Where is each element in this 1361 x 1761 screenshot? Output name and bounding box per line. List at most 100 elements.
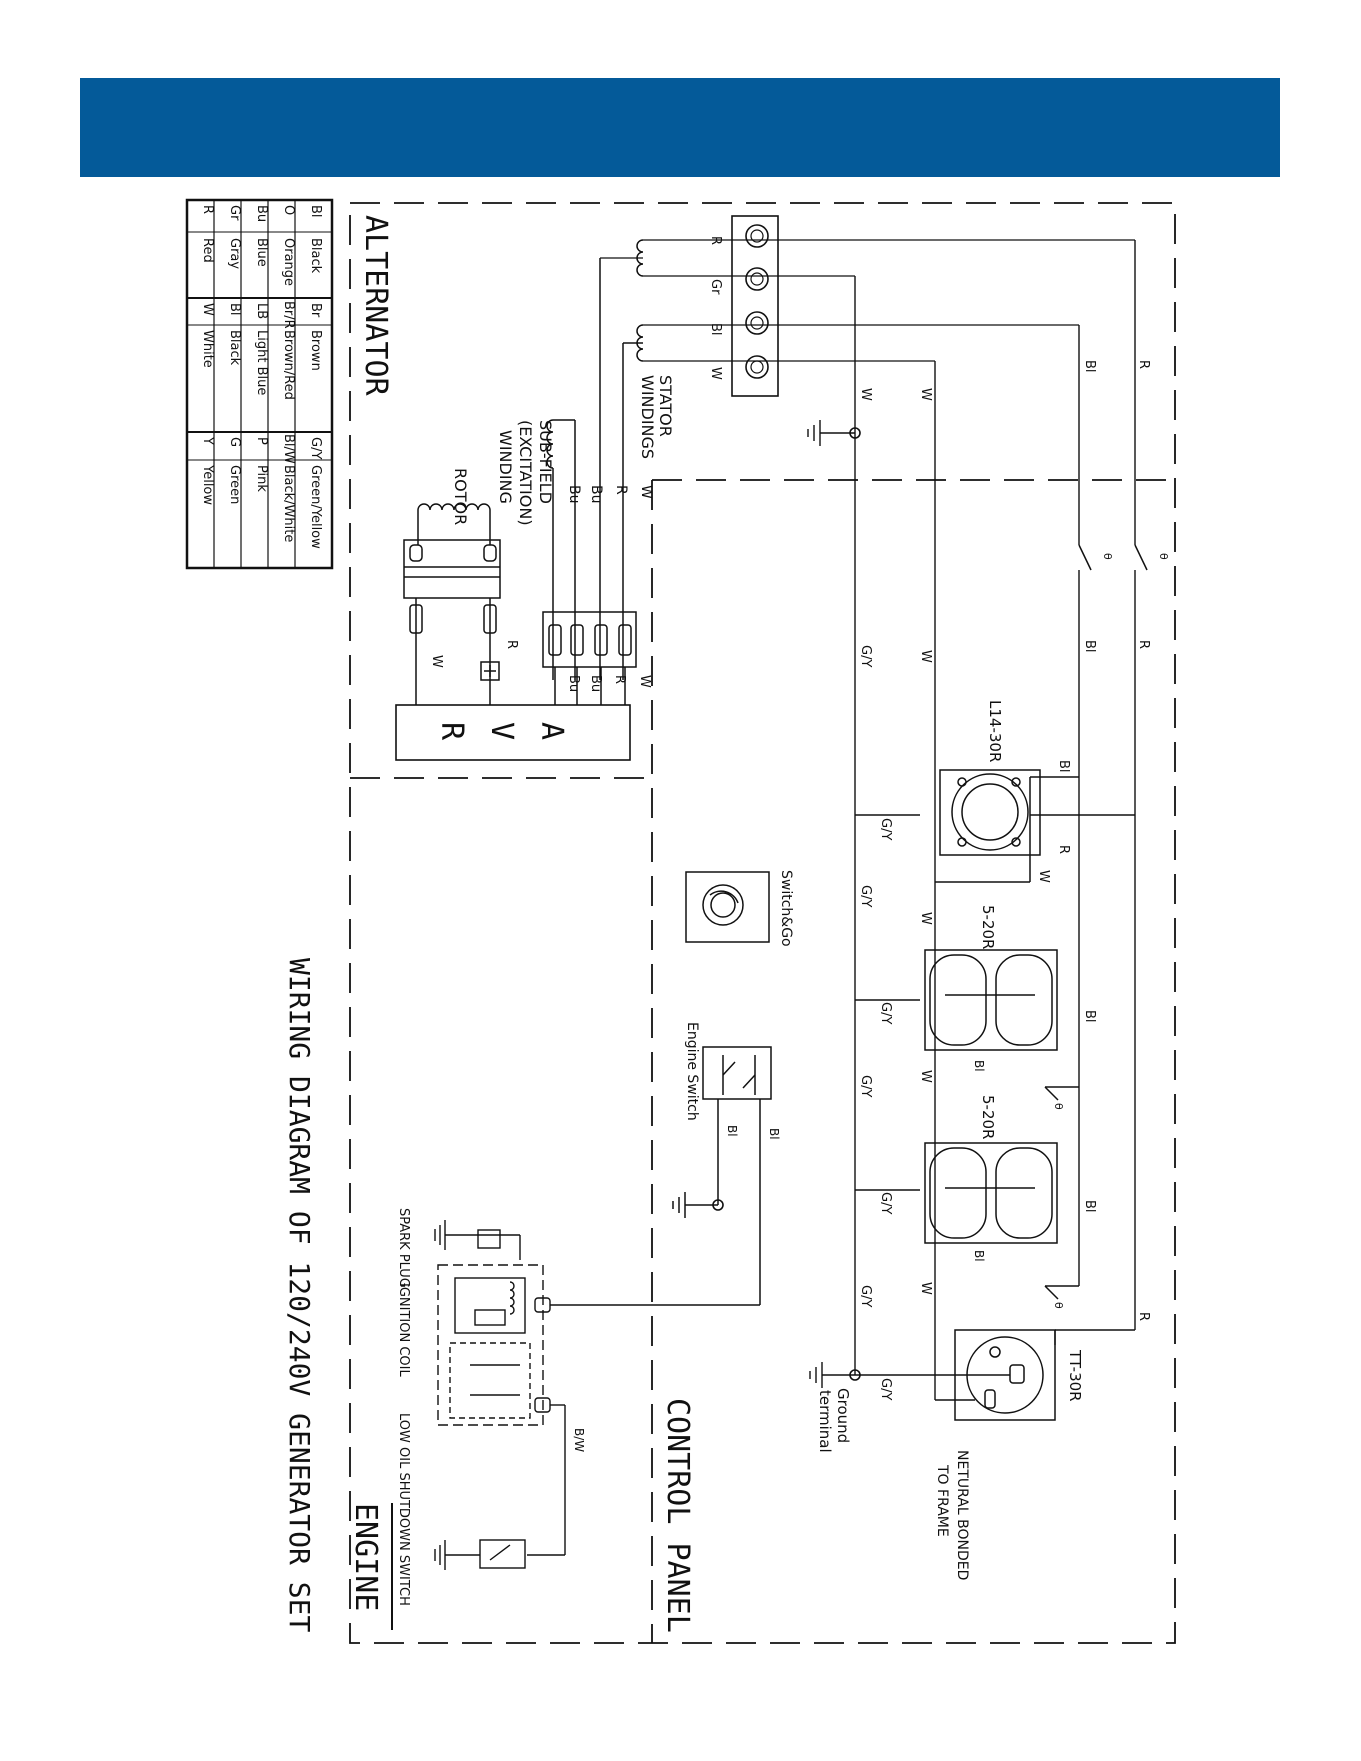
avr-lead-label: Bu — [588, 675, 603, 692]
sub-field-label: WINDING — [496, 430, 515, 504]
legend-name: Green — [227, 465, 242, 504]
avr-connector — [542, 611, 637, 705]
receptacle-5-20r-a — [924, 949, 1058, 1051]
control-panel-buses — [807, 240, 1136, 1401]
diagram-title: WIRING DIAGRAM OF 120/240V GENERATOR SET — [283, 958, 316, 1632]
ground-point — [849, 1369, 861, 1381]
wire-label: R — [504, 640, 519, 649]
svg-text:R: R — [1136, 640, 1151, 649]
legend-name: Pink — [254, 465, 269, 492]
legend-name: Red — [200, 238, 215, 263]
spark-plug-label: SPARK PLUG — [396, 1208, 411, 1288]
legend-name: Orange — [281, 238, 296, 286]
svg-text:G/Y: G/Y — [878, 818, 893, 840]
wire-label: R — [613, 485, 629, 495]
legend-name: Blue — [254, 238, 269, 267]
section-title-engine: ENGINE — [348, 1503, 383, 1611]
legend-code: Bu — [254, 205, 269, 222]
avr-box — [395, 704, 631, 761]
legend-code: R — [200, 205, 215, 214]
svg-text:Bl: Bl — [1082, 1200, 1097, 1213]
legend-name: Black — [227, 330, 242, 366]
breaker-symbol: θ — [1052, 1302, 1065, 1309]
legend-code: W — [200, 303, 215, 316]
section-boundaries — [349, 202, 1176, 1644]
avr-lead-label: R — [612, 675, 627, 684]
5-20r-label: 5-20R — [979, 1095, 997, 1139]
wire-label: R — [1056, 845, 1071, 854]
wire-label: W — [638, 485, 654, 499]
svg-text:W: W — [918, 650, 933, 663]
ground-terminal-label: Ground — [834, 1388, 852, 1443]
legend-code: Bl — [227, 303, 242, 316]
svg-text:G/Y: G/Y — [858, 1075, 873, 1097]
sub-field-label: SUB-FIELD — [536, 420, 555, 504]
l14-30r-label: L14-30R — [986, 700, 1004, 762]
stator-label: WINDINGS — [638, 375, 657, 459]
ignition-module — [434, 1220, 566, 1570]
legend-code: Bl/W — [281, 434, 296, 464]
avr-letter: V — [484, 722, 519, 740]
legend-name: Brown/Red — [281, 330, 296, 400]
svg-text:G/Y: G/Y — [858, 645, 873, 667]
legend-code: G — [227, 437, 242, 447]
color-legend: Bl Black Br Brown G/Y Green/Yellow O Ora… — [185, 198, 334, 570]
avr-letter: R — [434, 722, 469, 741]
svg-text:W: W — [918, 1070, 933, 1083]
legend-code: LB — [254, 303, 269, 319]
svg-text:W: W — [918, 1282, 933, 1295]
ground-terminal-label: terminal — [816, 1390, 834, 1453]
legend-code: Br/R — [281, 301, 296, 329]
terminal-label: Gr — [708, 279, 723, 295]
section-title-control-panel: CONTROL PANEL — [660, 1398, 695, 1633]
legend-code: Br — [308, 303, 323, 318]
rotor-label: ROTOR — [451, 468, 470, 525]
wire-label: Bu — [588, 485, 604, 503]
wire-label: Bu — [566, 485, 582, 503]
receptacle-5-20r-b — [924, 1142, 1058, 1244]
5-20r-label: 5-20R — [979, 905, 997, 949]
wire-label: W — [1036, 870, 1051, 883]
breaker-symbol: θ — [1101, 553, 1114, 560]
legend-name: Black/White — [281, 465, 296, 542]
legend-name: Brown — [308, 330, 323, 371]
svg-text:W: W — [918, 388, 933, 401]
wire-label: B/W — [572, 1428, 586, 1452]
svg-text:W: W — [918, 912, 933, 925]
engine-switch — [550, 1046, 772, 1306]
stator-label: STATOR — [656, 375, 675, 437]
legend-code: Gr — [227, 205, 242, 221]
receptacle-tt-30r — [954, 1329, 1056, 1421]
ignition-coil-label: IGNITION COIL — [396, 1283, 411, 1377]
avr-lead-label: Bu — [566, 675, 581, 692]
terminal-label: Bl — [708, 323, 723, 336]
rotor — [403, 503, 501, 705]
svg-text:Bl: Bl — [1082, 360, 1097, 373]
ground-point — [712, 1199, 724, 1211]
legend-code: P — [254, 437, 269, 445]
stator-windings — [599, 239, 1135, 680]
wire-label: Bl — [972, 1250, 986, 1262]
header-banner — [80, 78, 1280, 177]
wire-label: W — [429, 655, 444, 668]
legend-name: Black — [308, 238, 323, 274]
ground-point — [849, 427, 861, 439]
receptacle-l14-30r — [939, 769, 1041, 882]
bus-wire-labels: R Bl W W R Bl W G/Y G/Y G/Y W G/Y G/Y W … — [858, 360, 1151, 1400]
svg-text:W: W — [858, 388, 873, 401]
svg-text:G/Y: G/Y — [878, 1378, 893, 1400]
stator-terminal-block: R Gr Bl W — [708, 215, 779, 397]
svg-text:G/Y: G/Y — [858, 885, 873, 907]
legend-name: Gray — [227, 238, 242, 269]
breaker-symbol: θ — [1052, 1103, 1065, 1110]
circuit-breakers — [1044, 544, 1148, 1300]
legend-code: Bl — [308, 205, 323, 218]
terminal-label: W — [708, 367, 723, 380]
neutral-bonded-label: NETURAL BONDED — [954, 1450, 970, 1580]
wire-label: Bl — [767, 1128, 781, 1140]
wire-label: Bl — [725, 1125, 739, 1137]
svg-text:R: R — [1136, 360, 1151, 369]
section-title-alternator: ALTERNATOR — [358, 215, 393, 397]
legend-name: Light Blue — [254, 330, 269, 395]
